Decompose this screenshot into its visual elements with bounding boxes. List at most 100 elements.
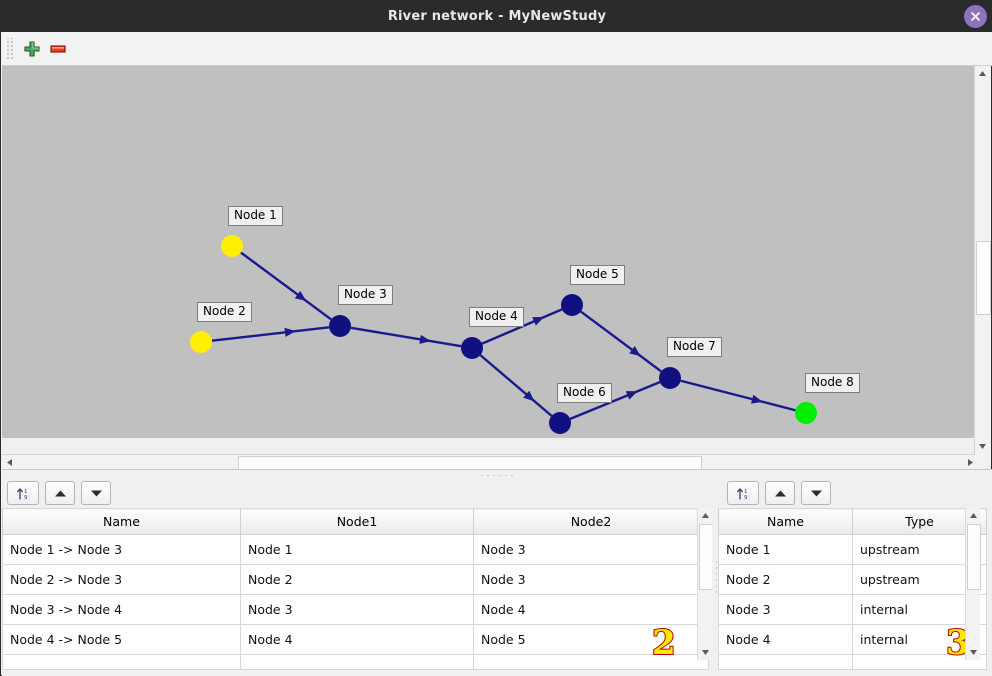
edge-direction-arrow-icon xyxy=(532,317,544,326)
graph-node[interactable] xyxy=(561,294,583,316)
network-canvas[interactable]: Node 1 Node 2 Node 3 Node 4 Node 5 Node 6 Node… xyxy=(2,66,977,438)
table-cell[interactable]: Node 3 xyxy=(473,564,709,595)
table-cell[interactable]: Node 3 xyxy=(240,594,474,625)
graph-edge[interactable] xyxy=(680,379,796,412)
move-down-button[interactable] xyxy=(801,481,831,505)
reach-scroll-down-arrow-icon[interactable] xyxy=(698,645,712,660)
table-cell[interactable]: upstream xyxy=(852,564,987,595)
table-cell[interactable]: Node 3 xyxy=(473,534,709,565)
node-label[interactable]: Node 4 xyxy=(469,307,524,327)
column-header[interactable]: Node2 xyxy=(473,508,709,535)
svg-text:1: 1 xyxy=(24,489,28,495)
table-cell[interactable]: Node 2 xyxy=(240,564,474,595)
node-label[interactable]: Node 1 xyxy=(228,206,283,226)
node-table-scrollbar[interactable] xyxy=(965,508,981,660)
graph-node[interactable] xyxy=(659,367,681,389)
sort-button[interactable]: 1 9 xyxy=(7,481,39,505)
table-cell[interactable]: Node 1 xyxy=(718,534,853,565)
node-label[interactable]: Node 3 xyxy=(338,285,393,305)
column-header[interactable]: Node1 xyxy=(240,508,474,535)
graph-vertical-scrollbar[interactable] xyxy=(974,66,991,454)
scroll-left-arrow-icon[interactable] xyxy=(2,455,16,470)
table-cell[interactable] xyxy=(240,654,474,670)
edge-direction-arrow-icon xyxy=(294,290,307,302)
table-cell[interactable]: Node 4 xyxy=(718,624,853,655)
table-cell[interactable] xyxy=(2,654,241,670)
column-header[interactable]: Type xyxy=(852,508,987,535)
table-cell[interactable]: Node 4 xyxy=(240,624,474,655)
graph-node[interactable] xyxy=(221,235,243,257)
table-cell[interactable]: Node 4 xyxy=(473,594,709,625)
move-up-button[interactable] xyxy=(45,481,75,505)
graph-horizontal-scrollbar[interactable] xyxy=(2,454,977,471)
reach-table-scrollbar[interactable] xyxy=(697,508,712,660)
reach-scroll-thumb[interactable] xyxy=(699,524,712,590)
add-node-icon[interactable] xyxy=(19,36,45,62)
graph-pane[interactable]: Node 1 Node 2 Node 3 Node 4 Node 5 Node 6 Node… xyxy=(2,66,992,454)
table-cell[interactable]: Node 2 -> Node 3 xyxy=(2,564,241,595)
table-cell[interactable]: Node 2 xyxy=(718,564,853,595)
node-label[interactable]: Node 2 xyxy=(197,302,252,322)
graph-vscroll-thumb[interactable] xyxy=(976,241,991,315)
table-cell[interactable]: internal xyxy=(852,624,987,655)
graph-node[interactable] xyxy=(795,402,817,424)
graph-edge[interactable] xyxy=(479,354,553,417)
close-icon[interactable] xyxy=(964,5,987,28)
table-cell[interactable]: Node 1 xyxy=(240,534,474,565)
edge-direction-arrow-icon xyxy=(419,334,431,344)
move-down-button[interactable] xyxy=(81,481,111,505)
graph-node[interactable] xyxy=(549,412,571,434)
node-scroll-down-arrow-icon[interactable] xyxy=(966,645,980,660)
table-cell[interactable] xyxy=(473,654,709,670)
table-cell[interactable]: Node 3 xyxy=(718,594,853,625)
table-row-empty[interactable] xyxy=(718,654,987,670)
graph-node[interactable] xyxy=(329,315,351,337)
graph-edge[interactable] xyxy=(580,310,662,373)
table-cell[interactable] xyxy=(852,654,987,670)
graph-edge[interactable] xyxy=(240,251,332,321)
table-cell[interactable] xyxy=(718,654,853,670)
column-header[interactable]: Name xyxy=(718,508,853,535)
scroll-right-arrow-icon[interactable] xyxy=(963,455,977,470)
node-label[interactable]: Node 7 xyxy=(667,337,722,357)
table-row-empty[interactable] xyxy=(2,654,709,670)
node-label[interactable]: Node 5 xyxy=(570,265,625,285)
sort-button[interactable]: 1 9 xyxy=(727,481,759,505)
column-header[interactable]: Name xyxy=(2,508,241,535)
node-scroll-up-arrow-icon[interactable] xyxy=(966,508,980,523)
move-up-button[interactable] xyxy=(765,481,795,505)
table-cell[interactable]: Node 3 -> Node 4 xyxy=(2,594,241,625)
remove-node-icon[interactable] xyxy=(45,36,71,62)
node-label[interactable]: Node 8 xyxy=(805,373,860,393)
scroll-down-arrow-icon[interactable] xyxy=(975,439,990,454)
reach-table-toolbar: 1 9 xyxy=(2,478,712,508)
graph-edge[interactable] xyxy=(211,326,330,342)
toolbar-grip[interactable] xyxy=(6,37,15,60)
reach-scroll-up-arrow-icon[interactable] xyxy=(698,508,712,523)
vertical-splitter[interactable] xyxy=(712,478,718,676)
table-cell[interactable]: Node 1 -> Node 3 xyxy=(2,534,241,565)
table-cell[interactable]: Node 5 xyxy=(473,624,709,655)
edge-direction-arrow-icon xyxy=(284,327,296,337)
graph-edge[interactable] xyxy=(350,326,462,348)
scroll-up-arrow-icon[interactable] xyxy=(975,66,990,81)
graph-edge[interactable] xyxy=(569,381,661,420)
graph-node[interactable] xyxy=(190,331,212,353)
node-label[interactable]: Node 6 xyxy=(557,383,612,403)
edge-direction-arrow-icon xyxy=(625,391,638,400)
graph-node[interactable] xyxy=(461,337,483,359)
table-cell[interactable]: Node 4 -> Node 5 xyxy=(2,624,241,655)
horizontal-splitter[interactable] xyxy=(2,469,992,479)
node-scroll-thumb[interactable] xyxy=(967,524,981,590)
window-title: River network - MyNewStudy xyxy=(387,9,607,24)
